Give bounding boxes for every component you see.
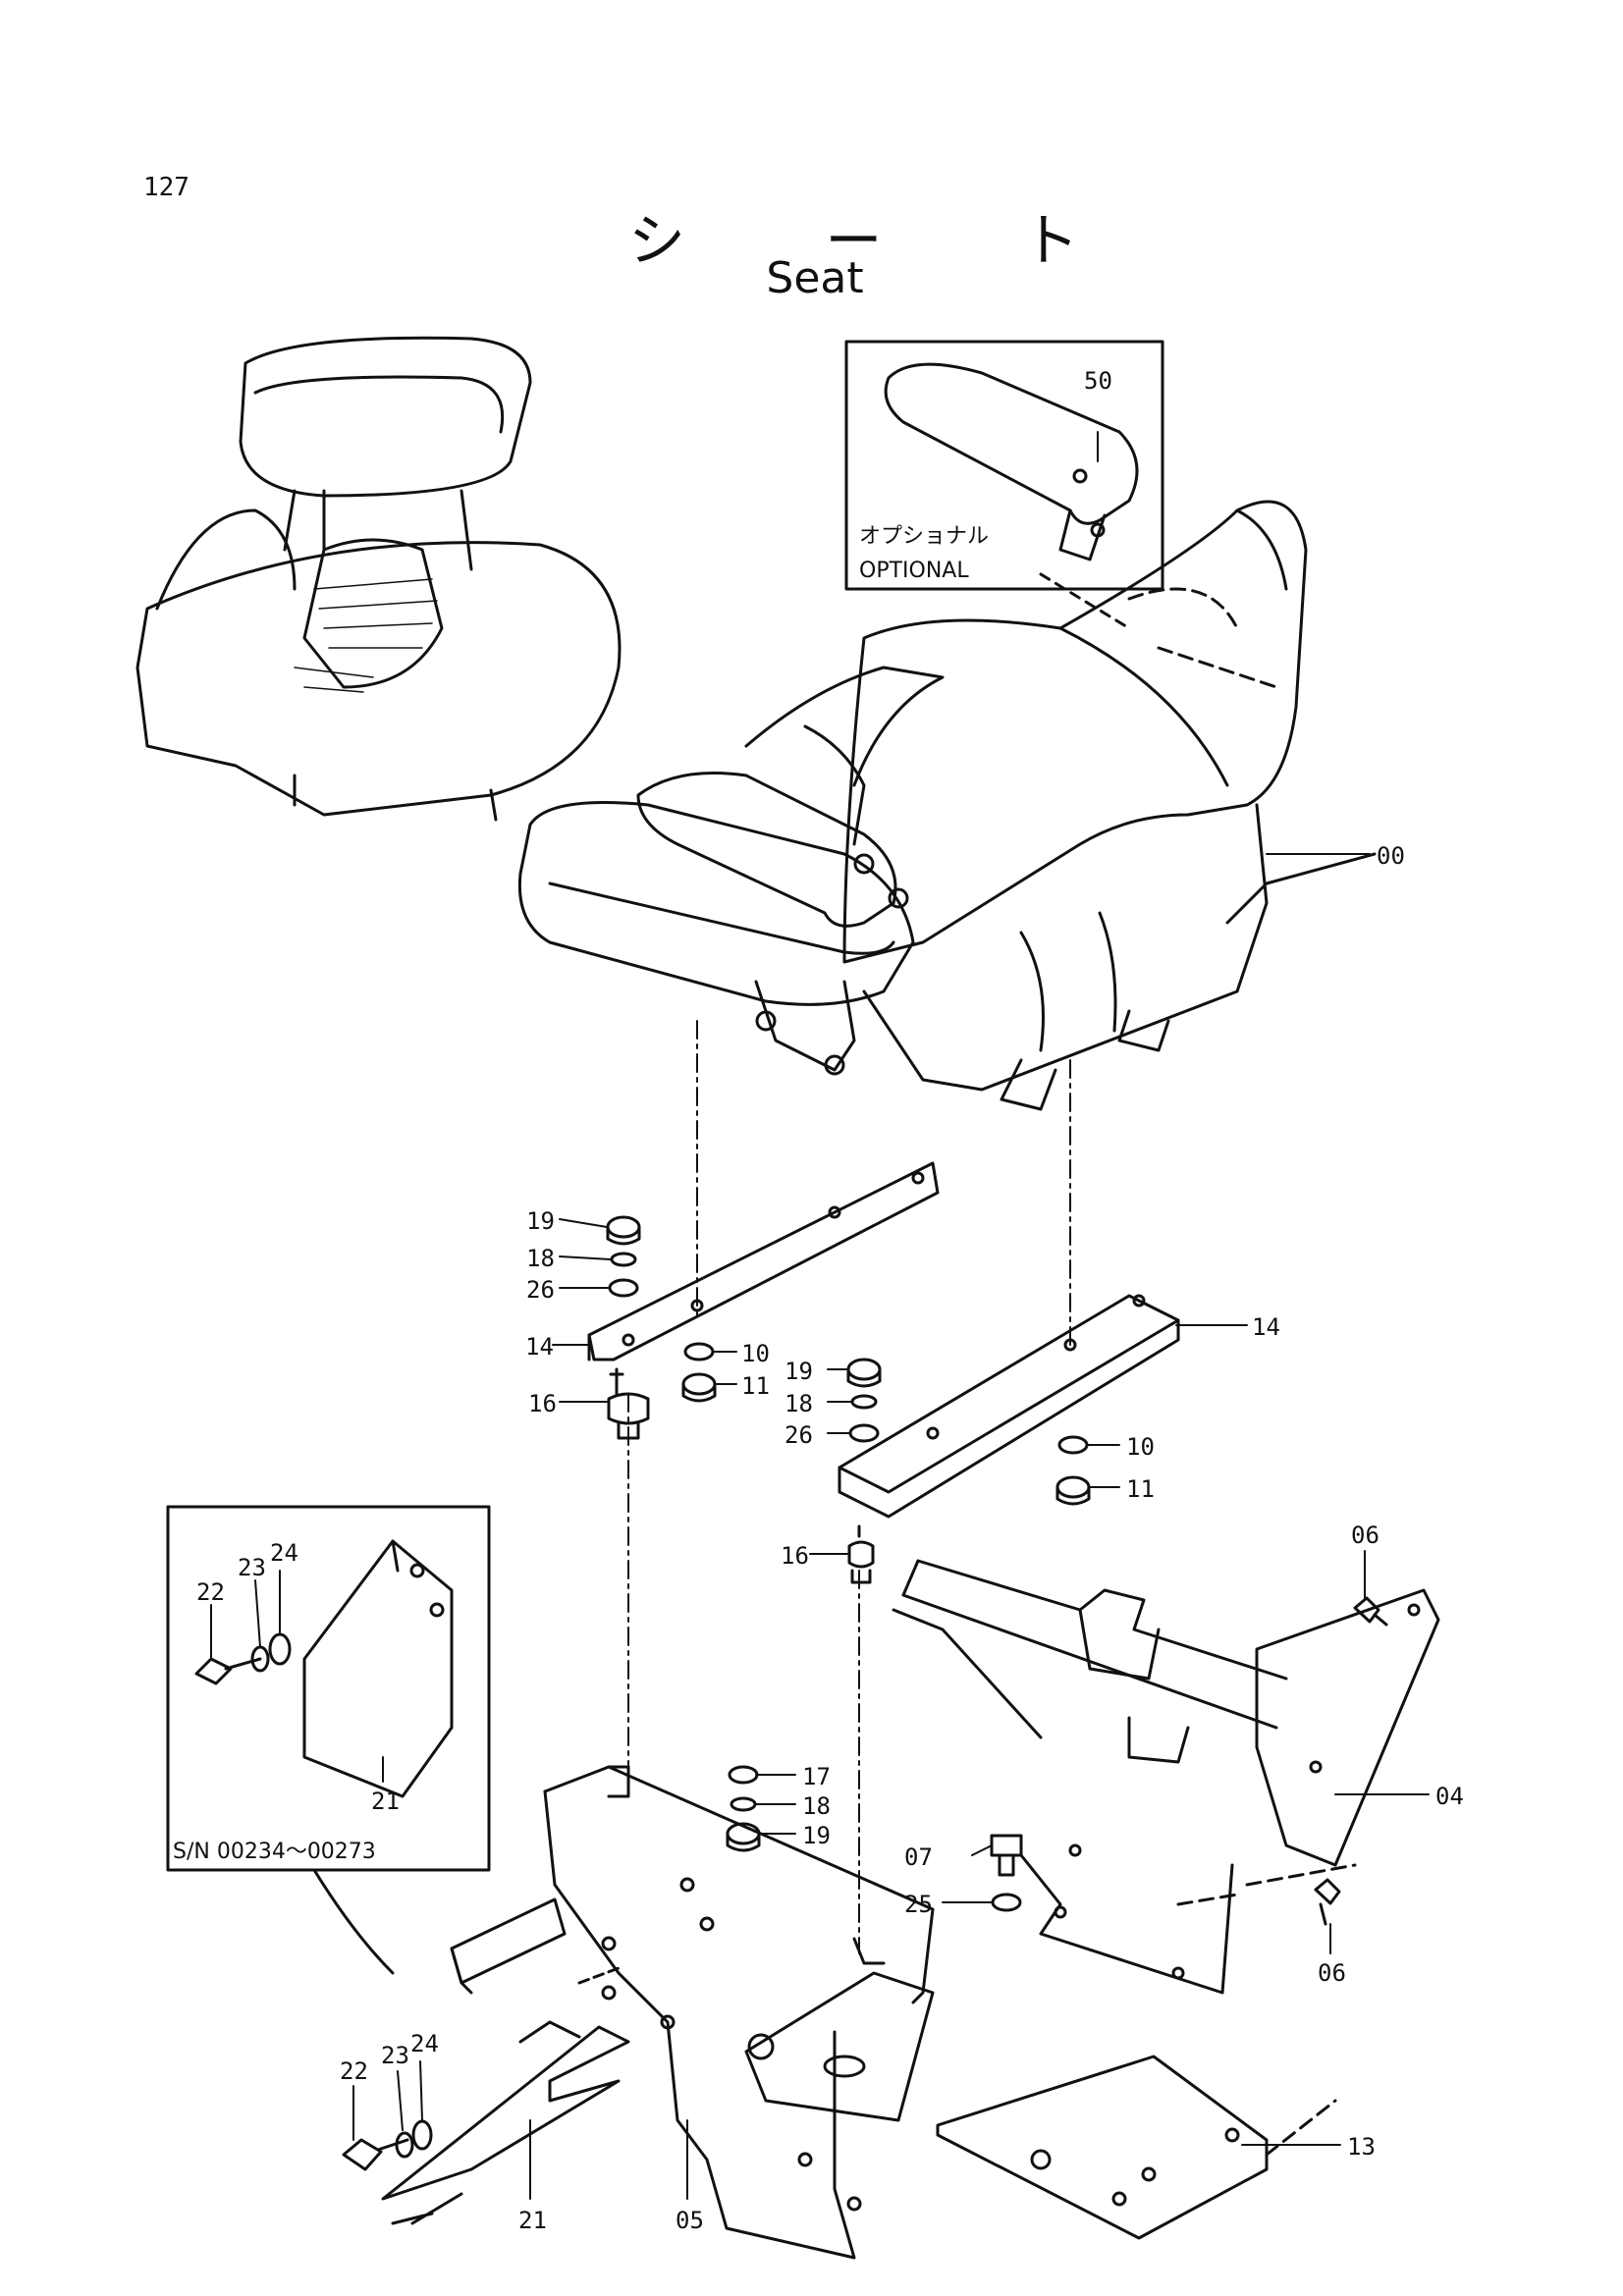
callout-10: 10: [741, 1340, 770, 1367]
callout-23: 23: [238, 1554, 266, 1581]
callout-19: 19: [784, 1358, 813, 1385]
callout-05: 05: [676, 2207, 704, 2234]
callout-13: 13: [1347, 2133, 1376, 2161]
optional-label-jp: オプショナル: [859, 524, 989, 549]
callout-18: 18: [784, 1390, 813, 1417]
callout-50: 50: [1084, 367, 1112, 395]
callout-21: 21: [518, 2207, 547, 2234]
callout-26: 26: [784, 1421, 813, 1449]
callout-14: 14: [1252, 1313, 1280, 1341]
callout-14: 14: [525, 1333, 554, 1361]
seat-rail-left: [587, 1161, 940, 1362]
page-number: 127: [143, 173, 189, 202]
fasteners-left: [606, 1215, 717, 1440]
callout-16: 16: [528, 1390, 557, 1417]
callout-18: 18: [802, 1792, 831, 1820]
callout-22: 22: [340, 2057, 368, 2085]
callout-00: 00: [1377, 842, 1405, 870]
seat-assembly: [517, 500, 1377, 1111]
seat-rail-right: [838, 1294, 1180, 1519]
callout-19: 19: [526, 1207, 555, 1235]
callout-19: 19: [802, 1822, 831, 1849]
callout-18: 18: [526, 1245, 555, 1272]
callout-11: 11: [741, 1372, 770, 1400]
callout-11: 11: [1126, 1475, 1155, 1503]
serial-number-label: S/N 00234～00273: [173, 1840, 376, 1864]
callout-04: 04: [1435, 1783, 1464, 1810]
serial-detail-box: [166, 1505, 491, 1975]
callout-16: 16: [781, 1542, 809, 1570]
callout-21: 21: [371, 1788, 400, 1815]
title-english: Seat: [766, 253, 864, 303]
callout-22: 22: [196, 1578, 225, 1606]
callout-06: 06: [1318, 1959, 1346, 1987]
callout-26: 26: [526, 1276, 555, 1304]
seat-support-05: [450, 1765, 935, 2260]
machine-overview-illustration: [135, 336, 622, 822]
callout-06: 06: [1351, 1522, 1380, 1549]
callout-25: 25: [904, 1891, 933, 1918]
side-guard-21: [342, 1966, 630, 2225]
callout-17: 17: [802, 1763, 831, 1790]
callout-23: 23: [381, 2042, 409, 2069]
floor-plate-13: [936, 2055, 1337, 2240]
callout-24: 24: [270, 1539, 298, 1567]
alignment-lines: [627, 1020, 1071, 1954]
callout-07: 07: [904, 1843, 933, 1871]
optional-armrest-box: [844, 340, 1164, 630]
seat-frame-04: [892, 1559, 1440, 1995]
leader-lines: [210, 431, 1430, 2200]
optional-label-en: OPTIONAL: [859, 559, 969, 583]
callout-24: 24: [410, 2030, 439, 2057]
callout-10: 10: [1126, 1433, 1155, 1461]
